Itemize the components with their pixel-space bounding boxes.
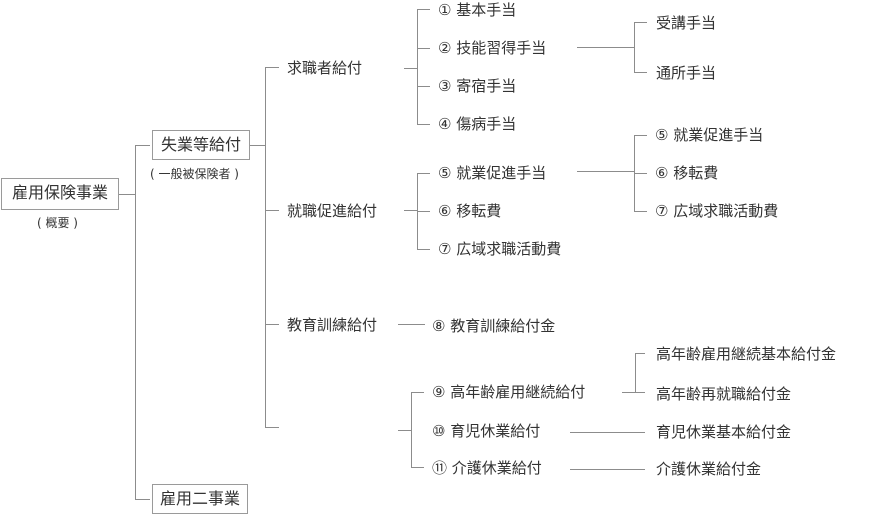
connector: [634, 135, 647, 136]
connector: [265, 427, 279, 428]
connector: [417, 48, 430, 49]
connector: [250, 145, 265, 146]
connector: [417, 173, 430, 174]
item-koiki-kyushoku-katsudohi: ⑦ 広域求職活動費: [438, 240, 562, 258]
item-kyoiku-kunren-kyufukin: ⑧ 教育訓練給付金: [432, 317, 556, 335]
connector: [417, 124, 430, 125]
root-node-note: ( 概要 ): [37, 216, 78, 230]
item-itenhi: ⑥ 移転費: [438, 202, 502, 220]
connector: [135, 499, 150, 500]
node-shitsugyo-tou-kyufu: 失業等給付: [152, 130, 250, 160]
connector: [135, 145, 150, 146]
connector: [398, 430, 411, 431]
connector: [417, 9, 418, 125]
node-kyoiku-kunren-kyufu: 教育訓練給付: [287, 316, 378, 334]
sub-item-konenrei-saishushoku-kyufukin: 高年齢再就職給付金: [656, 385, 792, 403]
node-shushoku-sokushin-kyufu: 就職促進給付: [287, 202, 378, 220]
item-tsusho-teate: 通所手当: [656, 64, 717, 82]
connector: [417, 9, 430, 10]
connector: [404, 210, 417, 211]
connector: [265, 67, 266, 428]
sub-item-konenrei-koyo-keizoku-kihon-kyufukin: 高年齢雇用継続基本給付金: [656, 345, 837, 363]
connector: [411, 392, 412, 468]
node-koyo-ni-jigyo: 雇用二事業: [152, 484, 248, 514]
connector: [417, 211, 430, 212]
connector: [417, 86, 430, 87]
connector: [404, 68, 417, 69]
connector: [417, 249, 430, 250]
item-shobyo-teate: ④ 傷病手当: [438, 115, 517, 133]
root-node-koyo-hoken-jigyo: 雇用保険事業: [1, 178, 119, 210]
item-juko-teate: 受講手当: [656, 14, 717, 32]
connector: [135, 145, 136, 500]
connector: [398, 324, 425, 325]
connector: [411, 392, 424, 393]
connector: [577, 47, 634, 48]
item-kishuku-teate: ③ 寄宿手当: [438, 77, 517, 95]
connector: [634, 211, 647, 212]
sub-item-ikuji-kyugyo-kihon-kyufukin: 育児休業基本給付金: [656, 423, 792, 441]
connector: [265, 67, 279, 68]
item-kaigo-kyugyo-kyufu: ⑪ 介護休業給付: [432, 459, 542, 477]
connector: [634, 72, 647, 73]
connector: [634, 22, 647, 23]
connector: [622, 392, 645, 393]
connector: [635, 353, 645, 354]
item-kihon-teate: ① 基本手当: [438, 1, 517, 19]
connector: [570, 469, 645, 470]
item-konenrei-koyo-keizoku-kyufu: ⑨ 高年齢雇用継続給付: [432, 383, 586, 401]
connector: [411, 467, 424, 468]
item-gino-shutoku-teate: ② 技能習得手当: [438, 39, 547, 57]
connector: [265, 324, 279, 325]
connector: [634, 22, 635, 73]
connector: [634, 173, 647, 174]
connector: [265, 210, 279, 211]
item-ikuji-kyugyo-kyufu: ⑩ 育児休業給付: [432, 422, 541, 440]
sub-item-kaigo-kyugyo-kyufukin: 介護休業給付金: [656, 460, 762, 478]
node-shitsugyo-note: ( 一般被保険者 ): [150, 167, 239, 181]
sub-item-itenhi: ⑥ 移転費: [655, 164, 719, 182]
sub-item-koiki-kyushoku-katsudohi: ⑦ 広域求職活動費: [655, 202, 779, 220]
connector: [577, 171, 634, 172]
connector: [635, 353, 636, 393]
node-kyushokusha-kyufu: 求職者給付: [287, 59, 363, 77]
item-shugyo-sokushin-teate: ⑤ 就業促進手当: [438, 164, 547, 182]
sub-item-shugyo-sokushin-teate: ⑤ 就業促進手当: [655, 126, 764, 144]
connector: [570, 432, 645, 433]
connector: [119, 194, 135, 195]
